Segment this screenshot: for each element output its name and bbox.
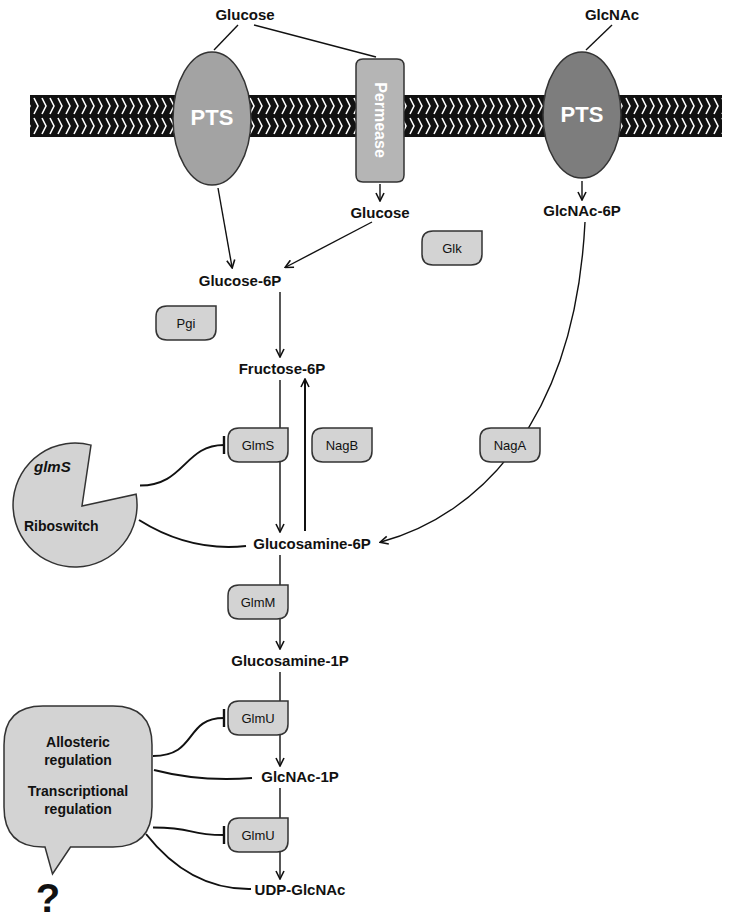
- metabolite-name: GlcNAc-1P: [261, 768, 339, 785]
- metabolite-name: Glucose: [350, 204, 409, 221]
- node-outline-path: [480, 428, 540, 462]
- enzyme-name: Pgi: [177, 316, 196, 331]
- reaction-arrow: [279, 292, 280, 356]
- metabolite-name: GlcNAc-6P: [543, 202, 621, 219]
- inhibition-connector: [153, 826, 224, 844]
- uptake-line: [254, 25, 376, 57]
- enzyme-name: Glk: [442, 241, 462, 256]
- permease-box: Permease: [355, 58, 405, 183]
- reaction-arrow: [581, 181, 582, 199]
- connector-line: [153, 827, 224, 835]
- enzyme-name: GlmU: [241, 828, 274, 843]
- node-outline-path: [13, 443, 137, 567]
- enzyme-name: GlmS: [242, 438, 275, 453]
- enzyme-shape: Pgi: [155, 305, 217, 341]
- transporter-name: PTS: [191, 105, 234, 131]
- enzyme-shape: NagB: [311, 427, 373, 463]
- enzyme-shape: GlmU: [227, 700, 289, 736]
- regulation-note: Allosteric regulation: [11, 734, 145, 769]
- node-outline-path: [356, 59, 404, 182]
- metabolite-name: Glucose: [215, 6, 274, 23]
- inhibition-connector: [140, 436, 224, 486]
- feedback-line: [154, 770, 252, 779]
- inhibition-connector: [153, 709, 224, 756]
- reaction-arrow: [304, 380, 306, 531]
- node-outline-path: [4, 706, 152, 874]
- connector-line: [140, 445, 224, 486]
- metabolite-name: Fructose-6P: [239, 360, 326, 377]
- metabolite-name: GlcNAc: [585, 6, 639, 23]
- speech-bubble: Allosteric regulationTranscriptional reg…: [3, 705, 153, 875]
- transporter-ellipse: PTS: [172, 51, 252, 186]
- riboswitch-shape: glmS Riboswitch: [10, 440, 140, 570]
- enzyme-shape: GlmM: [227, 584, 289, 620]
- enzyme-shape: GlmU: [227, 817, 289, 853]
- inhibition-bar: [223, 709, 225, 727]
- reaction-arrow: [218, 188, 232, 267]
- transporter-ellipse: PTS: [542, 51, 622, 179]
- riboswitch-name: Riboswitch: [24, 518, 99, 534]
- metabolite-name: Glucosamine-1P: [231, 652, 349, 669]
- permease-name: Permease: [371, 82, 389, 158]
- node-outline-path: [543, 52, 621, 178]
- node-outline-path: [228, 585, 288, 619]
- connector-line: [153, 718, 224, 756]
- enzyme-name: GlmM: [241, 595, 276, 610]
- enzyme-shape: GlmS: [227, 427, 289, 463]
- question-mark: ?: [36, 876, 60, 921]
- node-outline-path: [228, 428, 288, 462]
- feedback-line: [139, 520, 246, 547]
- bubble-content: Allosteric regulationTranscriptional reg…: [3, 705, 153, 847]
- node-outline-path: [422, 231, 482, 265]
- node-outline: [10, 440, 140, 570]
- node-outline-path: [173, 51, 251, 184]
- regulation-note: Transcriptional regulation: [11, 783, 145, 818]
- node-outline-path: [228, 701, 288, 735]
- node-outline-path: [312, 428, 372, 462]
- node-outline-path: [228, 818, 288, 852]
- metabolite-name: Glucose-6P: [199, 272, 282, 289]
- enzyme-name: NagA: [494, 438, 527, 453]
- reaction-arrow: [379, 184, 380, 200]
- metabolite-name: UDP-GlcNAc: [255, 881, 346, 898]
- enzyme-shape: Glk: [421, 230, 483, 266]
- metabolite-name: Glucosamine-6P: [253, 535, 371, 552]
- transporter-name: PTS: [561, 102, 604, 128]
- inhibition-bar: [223, 826, 225, 844]
- gene-name: glmS: [34, 458, 71, 475]
- reaction-arrow: [286, 222, 372, 267]
- uptake-line: [586, 25, 612, 50]
- node-outline-path: [156, 306, 216, 340]
- enzyme-shape: NagA: [479, 427, 541, 463]
- enzyme-name: NagB: [326, 438, 359, 453]
- enzyme-name: GlmU: [241, 711, 274, 726]
- uptake-line: [214, 25, 238, 50]
- inhibition-bar: [223, 436, 225, 454]
- reaction-arrow: [381, 222, 585, 542]
